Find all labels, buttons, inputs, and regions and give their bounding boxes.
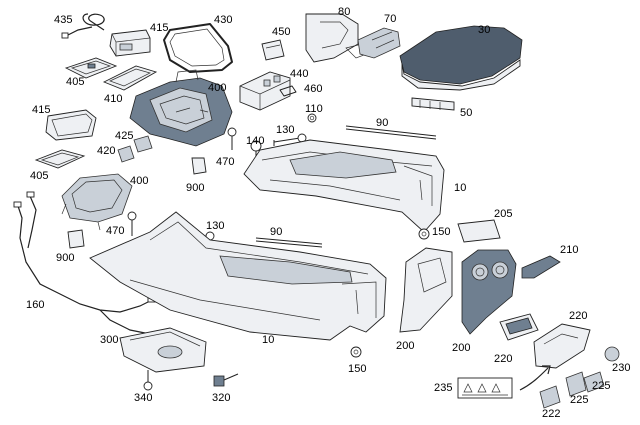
part-340-bolt bbox=[143, 370, 153, 391]
label-130-lower: 130 bbox=[206, 220, 225, 232]
part-410-tray bbox=[102, 65, 158, 91]
label-300: 300 bbox=[100, 334, 119, 346]
part-420-switch bbox=[117, 145, 135, 163]
label-405-lower: 405 bbox=[30, 170, 49, 182]
part-470-bolt-upper bbox=[227, 127, 237, 150]
label-405-upper: 405 bbox=[66, 76, 85, 88]
part-400-module-lower bbox=[61, 173, 133, 231]
label-900-lower: 900 bbox=[56, 252, 75, 264]
part-50-hinge bbox=[411, 97, 455, 111]
part-225-switch-b bbox=[565, 371, 587, 397]
label-400-upper: 400 bbox=[208, 82, 227, 94]
label-430: 430 bbox=[214, 14, 233, 26]
part-300-bracket bbox=[119, 327, 207, 373]
label-450: 450 bbox=[272, 26, 291, 38]
part-220-tray-a bbox=[499, 313, 539, 341]
part-150-nut-upper bbox=[418, 228, 430, 240]
label-160: 160 bbox=[26, 299, 45, 311]
assembly-arrow bbox=[519, 365, 551, 391]
label-440: 440 bbox=[290, 68, 309, 80]
part-400-housing-upper bbox=[129, 69, 233, 147]
part-90-trim-strip-upper bbox=[345, 125, 437, 140]
label-50: 50 bbox=[460, 107, 473, 119]
label-470-lower: 470 bbox=[106, 225, 125, 237]
label-230: 230 bbox=[612, 362, 631, 374]
label-205: 205 bbox=[494, 208, 513, 220]
part-415-module bbox=[109, 29, 151, 57]
part-405-tray-upper bbox=[64, 57, 118, 79]
label-70: 70 bbox=[384, 13, 397, 25]
label-225-lower: 225 bbox=[570, 394, 589, 406]
label-110: 110 bbox=[305, 103, 323, 115]
part-10-console-lower bbox=[89, 211, 387, 341]
label-200-white: 200 bbox=[396, 340, 415, 352]
part-900-foam-lower bbox=[67, 229, 85, 249]
part-225-switch-a bbox=[583, 371, 605, 393]
part-435-cable bbox=[61, 13, 105, 39]
label-410: 410 bbox=[104, 93, 123, 105]
part-70-switch-panel bbox=[357, 27, 401, 59]
label-400-lower: 400 bbox=[130, 175, 149, 187]
part-150-nut-lower bbox=[350, 346, 362, 358]
part-230-knob bbox=[604, 346, 620, 362]
part-10-console-upper bbox=[243, 139, 445, 233]
label-90-lower: 90 bbox=[270, 226, 283, 238]
part-415-module-lower bbox=[45, 109, 97, 141]
part-405-tray-lower bbox=[34, 149, 86, 169]
label-460: 460 bbox=[304, 83, 323, 95]
label-435: 435 bbox=[54, 14, 73, 26]
label-225-right: 225 bbox=[592, 380, 611, 392]
label-320: 320 bbox=[212, 392, 231, 404]
label-130-upper: 130 bbox=[276, 124, 295, 136]
label-340: 340 bbox=[134, 392, 153, 404]
label-80: 80 bbox=[338, 6, 351, 18]
part-440-switch-block bbox=[239, 71, 291, 111]
label-415-lower: 415 bbox=[32, 104, 51, 116]
part-460-clip bbox=[279, 85, 297, 97]
part-210-insert bbox=[521, 255, 561, 279]
label-425: 425 bbox=[115, 130, 134, 142]
label-415-top: 415 bbox=[150, 22, 169, 34]
label-220-lower: 220 bbox=[494, 353, 513, 365]
label-420: 420 bbox=[97, 145, 116, 157]
label-470-upper: 470 bbox=[216, 156, 235, 168]
label-10-upper: 10 bbox=[454, 182, 467, 194]
part-205-pad bbox=[457, 219, 501, 243]
part-220-tray-b bbox=[533, 323, 591, 369]
label-140: 140 bbox=[246, 135, 265, 147]
part-200-bezel-white bbox=[399, 247, 453, 333]
part-425-switch bbox=[133, 135, 153, 153]
part-235-warning-label bbox=[457, 377, 513, 399]
label-220-right: 220 bbox=[569, 310, 588, 322]
label-200-dark: 200 bbox=[452, 342, 471, 354]
part-470-bolt-lower bbox=[127, 211, 137, 236]
label-150-upper: 150 bbox=[432, 226, 451, 238]
part-222-switch bbox=[539, 385, 561, 409]
label-235: 235 bbox=[434, 382, 453, 394]
part-900-foam-upper bbox=[191, 157, 207, 175]
part-320-sensor bbox=[213, 373, 239, 387]
part-30-armrest-lid bbox=[399, 25, 523, 91]
part-450-connector bbox=[261, 39, 285, 61]
part-200-bezel-dark bbox=[461, 249, 517, 335]
label-210: 210 bbox=[560, 244, 579, 256]
label-30: 30 bbox=[478, 24, 491, 36]
part-90-trim-strip-lower bbox=[255, 237, 323, 248]
label-10-lower: 10 bbox=[262, 334, 275, 346]
label-150-lower: 150 bbox=[348, 363, 367, 375]
part-430-frame bbox=[163, 23, 233, 73]
label-222: 222 bbox=[542, 408, 561, 420]
label-90-upper: 90 bbox=[376, 117, 389, 129]
label-900-upper: 900 bbox=[186, 182, 205, 194]
part-110-nut bbox=[307, 113, 317, 123]
